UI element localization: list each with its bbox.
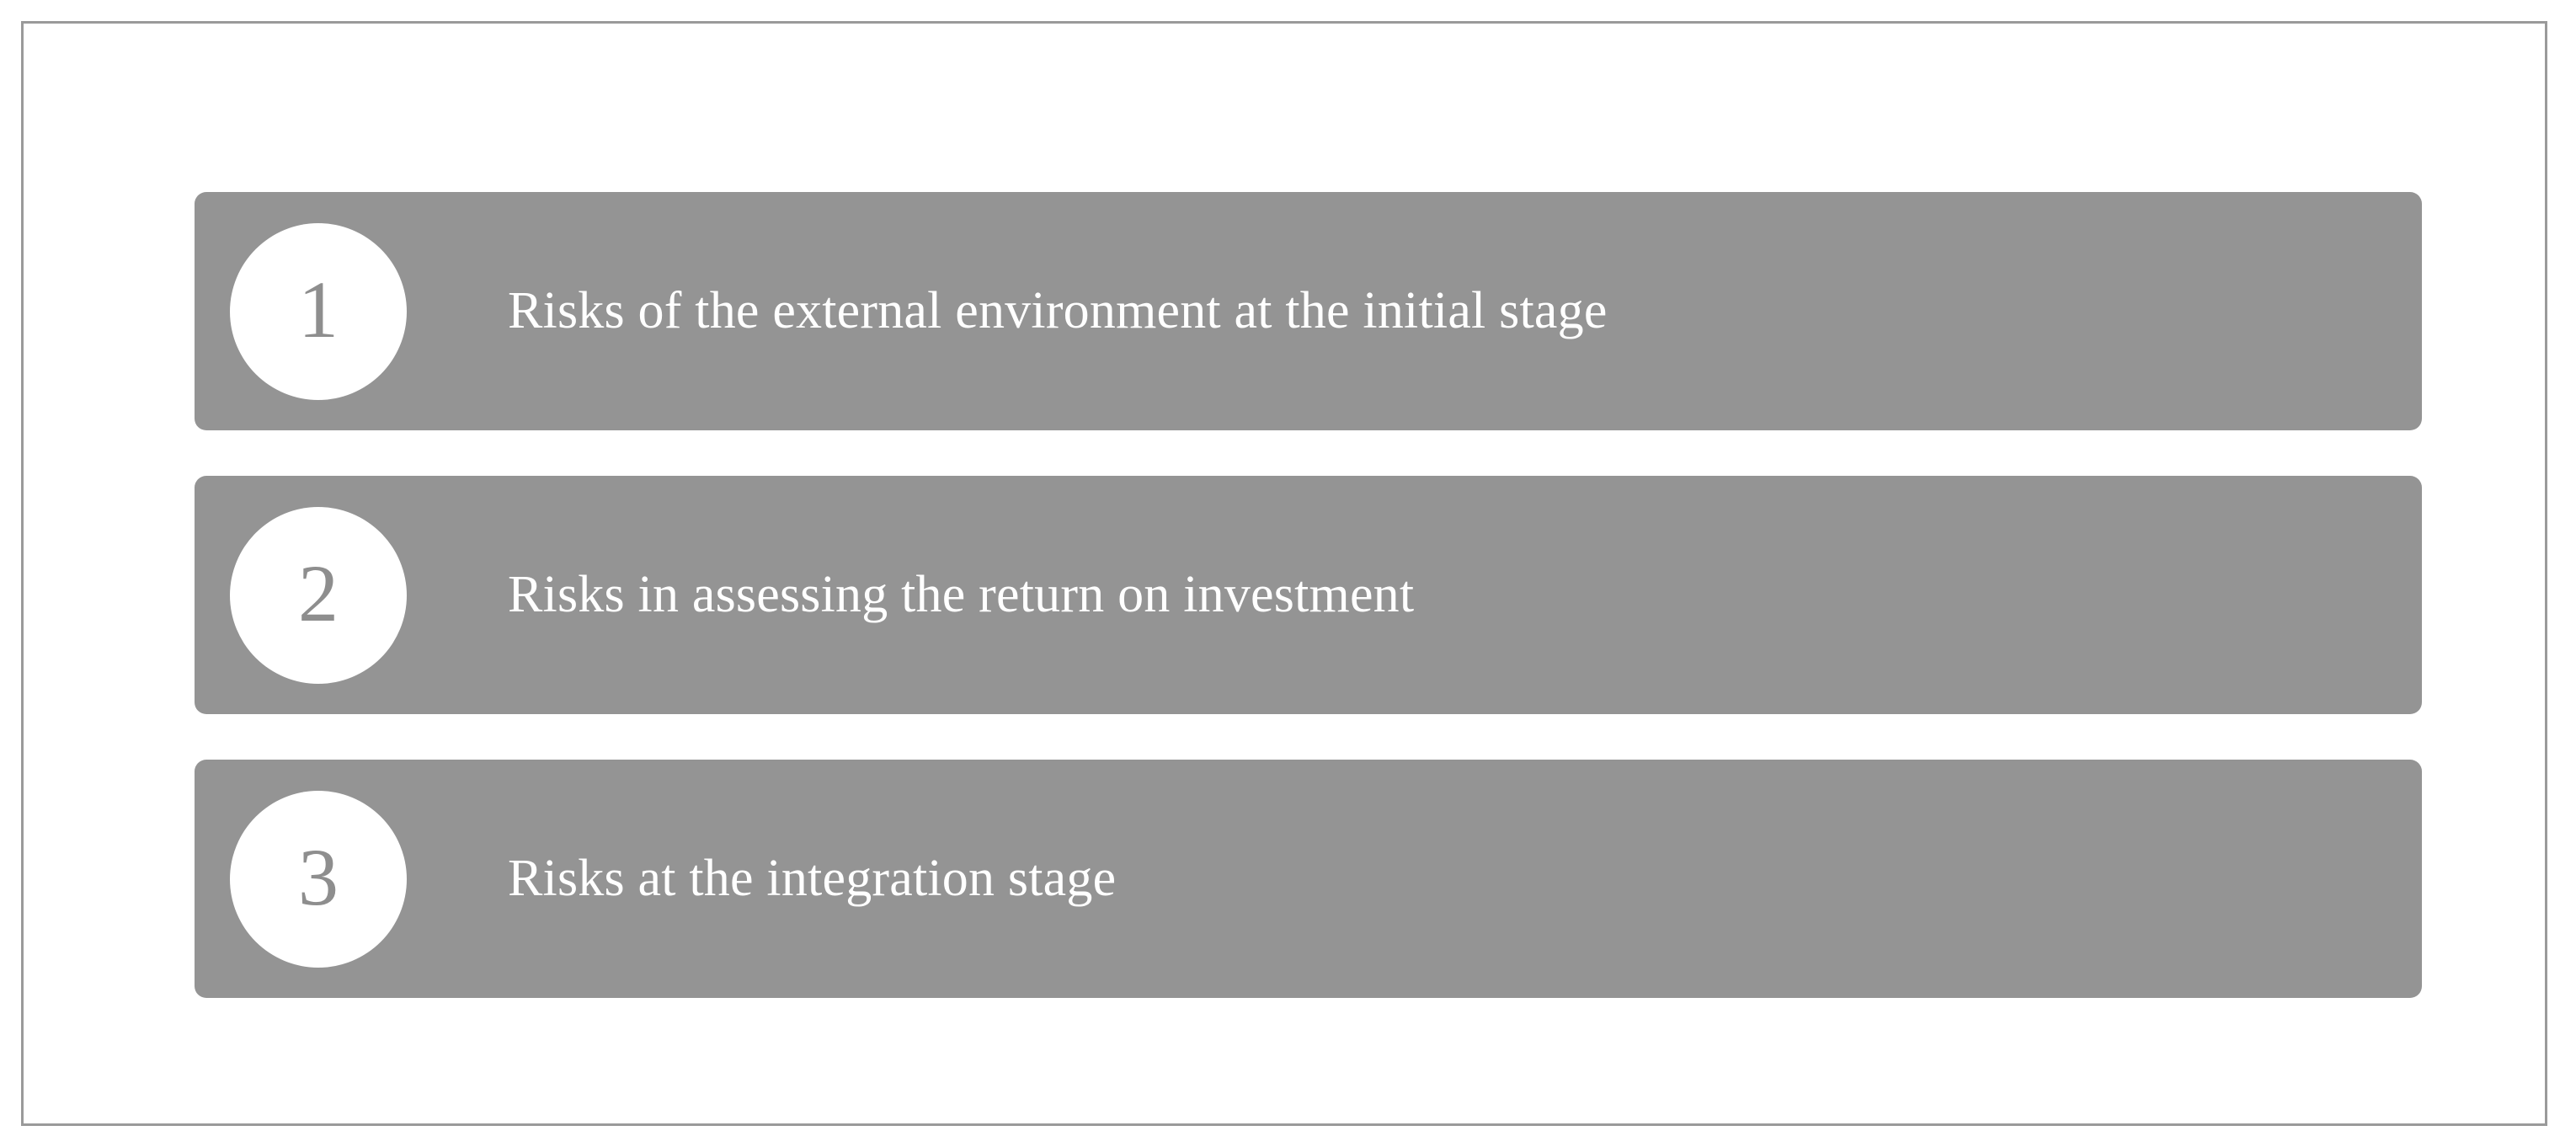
step-number-badge: 2 <box>230 506 407 684</box>
list-item-label: Risks of the external environment at the… <box>508 282 1608 340</box>
list-item[interactable]: 1 Risks of the external environment at t… <box>195 192 2422 430</box>
badge-number-text: 3 <box>298 831 339 922</box>
list-item-label: Risks at the integration stage <box>508 850 1117 908</box>
list-item[interactable]: 2 Risks in assessing the return on inves… <box>195 476 2422 714</box>
step-number-badge: 1 <box>230 222 407 400</box>
outer-frame: 1 Risks of the external environment at t… <box>21 21 2547 1126</box>
badge-number-text: 2 <box>298 547 339 638</box>
list-item-label: Risks in assessing the return on investm… <box>508 566 1415 624</box>
step-number-badge: 3 <box>230 790 407 968</box>
risk-list: 1 Risks of the external environment at t… <box>195 192 2422 998</box>
badge-number-text: 1 <box>298 264 339 355</box>
list-item[interactable]: 3 Risks at the integration stage <box>195 760 2422 998</box>
